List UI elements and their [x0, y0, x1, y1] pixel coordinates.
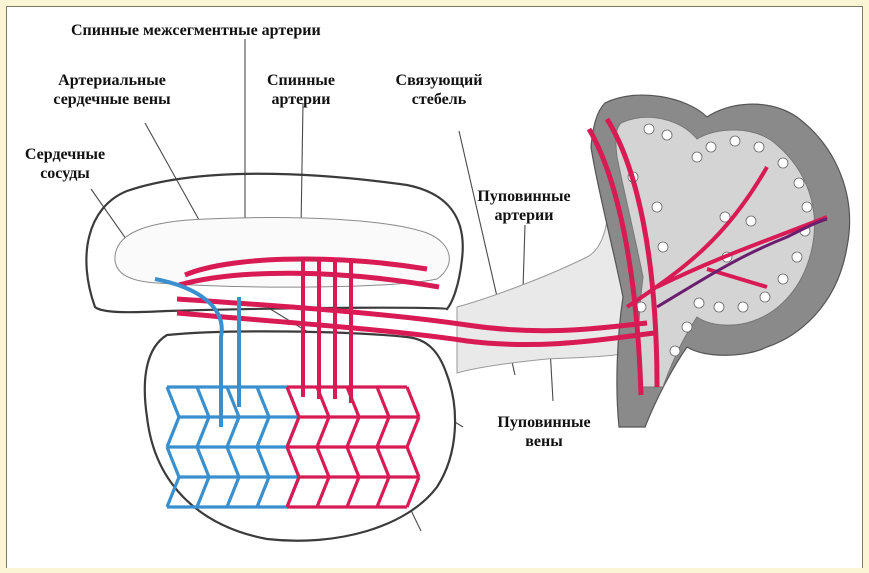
- label-connecting-stalk: Связующий стебель: [379, 71, 499, 109]
- leader-line-1: [301, 103, 303, 229]
- villus-cell-18: [652, 202, 662, 212]
- villus-cell-19: [658, 242, 668, 252]
- villus-cell-8: [802, 202, 812, 212]
- villus-cell-6: [778, 158, 788, 168]
- villus-cell-2: [692, 152, 702, 162]
- villus-cell-15: [694, 298, 704, 308]
- leader-line-5: [523, 225, 525, 289]
- villus-cell-0: [644, 124, 654, 134]
- label-cardiac-vessels: Сердечные сосуды: [9, 145, 121, 183]
- villus-cell-4: [730, 136, 740, 146]
- villus-cell-12: [760, 292, 770, 302]
- villus-cell-23: [746, 216, 756, 226]
- label-umbilical-veins: Пуповинные вены: [479, 413, 609, 451]
- villus-cell-5: [754, 142, 764, 152]
- villus-cell-7: [794, 178, 804, 188]
- villus-cell-3: [706, 142, 716, 152]
- embryo-body-outline: [115, 218, 449, 288]
- villus-cell-17: [670, 346, 680, 356]
- villus-cell-1: [662, 130, 672, 140]
- label-dorsal-arteries: Спинные артерии: [251, 71, 351, 109]
- villus-cell-16: [682, 322, 692, 332]
- villus-cell-11: [778, 274, 788, 284]
- villus-cell-14: [714, 302, 724, 312]
- villus-cell-13: [738, 302, 748, 312]
- yolk-sac-outline: [145, 331, 455, 540]
- figure-frame: Спинные межсегментные артерии Артериальн…: [6, 6, 863, 568]
- villus-cell-10: [792, 252, 802, 262]
- label-arterial-cardinal-veins: Артериальные сердечные вены: [27, 71, 197, 109]
- label-umbilical-arteries: Пуповинные артерии: [459, 187, 589, 225]
- label-intersegmental-arteries: Спинные межсегментные артерии: [71, 21, 321, 40]
